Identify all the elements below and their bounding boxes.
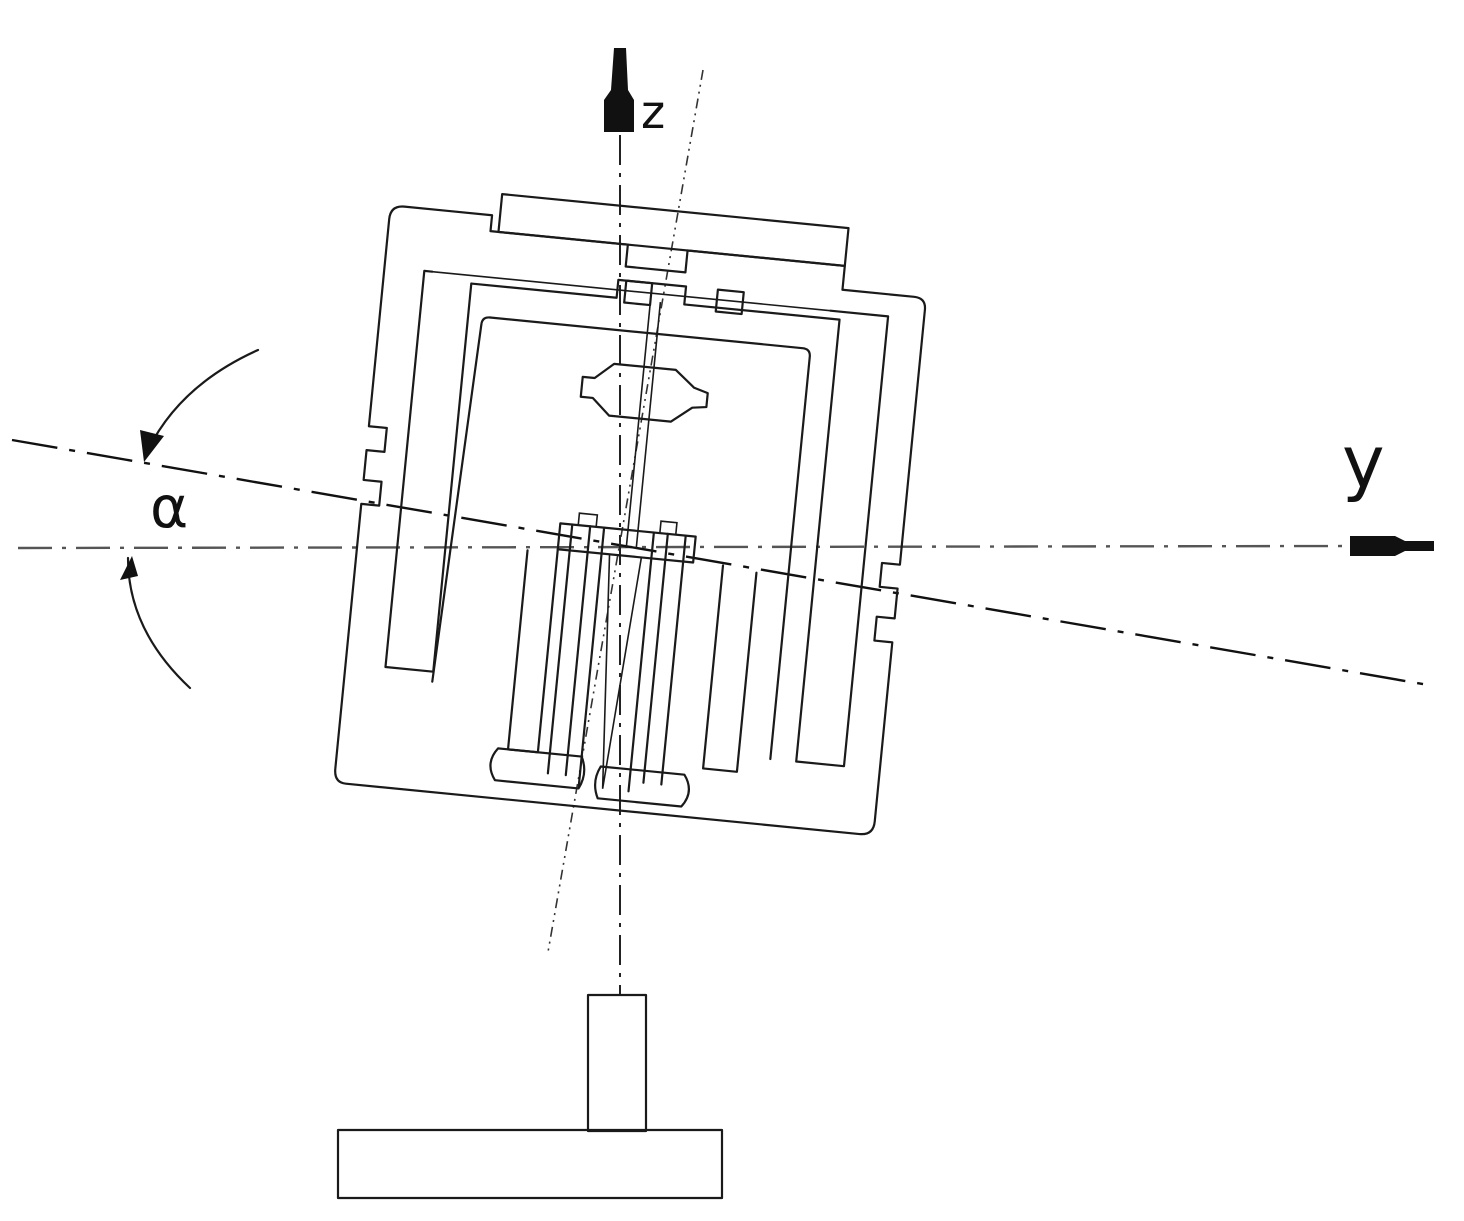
outer-housing: [334, 205, 927, 836]
sensor-lozenge: [579, 362, 709, 423]
top-cap: [497, 193, 850, 267]
y-axis-label: y: [1342, 420, 1385, 504]
shaft-assembly: [556, 522, 697, 564]
pedestal-base: [336, 1128, 724, 1200]
angle-label: α: [150, 473, 188, 541]
bottom-foot-right: [594, 765, 690, 808]
tilted-z-axis-line: [547, 69, 704, 953]
angle-arc-upper: [146, 348, 260, 452]
pad-left: [623, 279, 654, 307]
angle-arrow-upper-icon: [140, 430, 164, 462]
pad-right: [714, 288, 745, 316]
inner-bridge: [488, 316, 811, 761]
tilted-axis-line: [11, 438, 1435, 688]
z-axis-label: z: [641, 85, 665, 139]
z-axis-arrow-icon: [604, 48, 634, 132]
angle-arrow-lower-icon: [120, 556, 138, 580]
angle-arc-lower: [126, 556, 192, 690]
y-axis-arrow-icon: [1350, 536, 1434, 556]
tilted-instrument-body: [334, 193, 927, 836]
inner-channel: [384, 269, 890, 768]
bottom-foot-left: [489, 747, 586, 790]
pedestal-post: [586, 993, 648, 1133]
